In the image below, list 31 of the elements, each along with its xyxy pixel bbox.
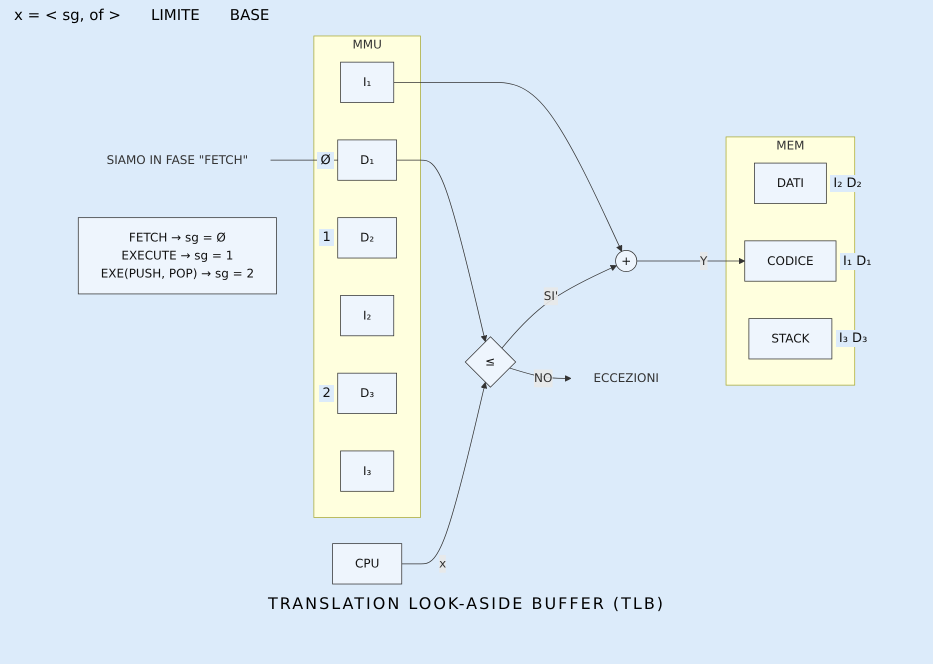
note-text: BASE — [230, 6, 270, 24]
note-text: LIMITE — [151, 6, 200, 24]
node-box: I₃ — [340, 450, 394, 492]
arrow — [636, 258, 746, 264]
edge-label: x — [439, 556, 446, 571]
edge-label: SI' — [544, 288, 558, 303]
node-box: STACK — [748, 318, 832, 360]
edge-label: Y — [700, 254, 708, 268]
side-note: Ø — [317, 152, 334, 169]
arrow — [396, 160, 488, 342]
node-box: DATI — [754, 162, 827, 204]
node-box: D₂ — [337, 217, 397, 258]
side-note: 1 — [319, 229, 334, 246]
node-box: FETCH → sg = Ø EXECUTE → sg = 1 EXE(PUSH, POP) → sg = 2 — [78, 217, 277, 294]
edge-label: NO — [534, 370, 552, 386]
node-box: CODICE — [744, 240, 836, 282]
arrow — [501, 265, 617, 349]
arrow — [401, 382, 488, 564]
node-box: CPU — [332, 543, 402, 584]
node-box: I₂ — [340, 295, 394, 336]
node-text: ECCEZIONI — [593, 370, 659, 386]
node-box: D₁ — [337, 140, 397, 181]
note-text: x = < sg, of > — [14, 6, 121, 24]
node-text: SIAMO IN FASE "FETCH" — [106, 152, 248, 167]
node-circle: + — [615, 250, 638, 272]
node-diamond: ≤ — [464, 336, 516, 388]
arrow — [393, 82, 622, 252]
node-box: D₃ — [337, 372, 397, 414]
side-note: 2 — [319, 384, 334, 402]
caption: TRANSLATION LOOK-ASIDE BUFFER (TLB) — [266, 593, 666, 615]
node-box: I₁ — [340, 62, 394, 103]
